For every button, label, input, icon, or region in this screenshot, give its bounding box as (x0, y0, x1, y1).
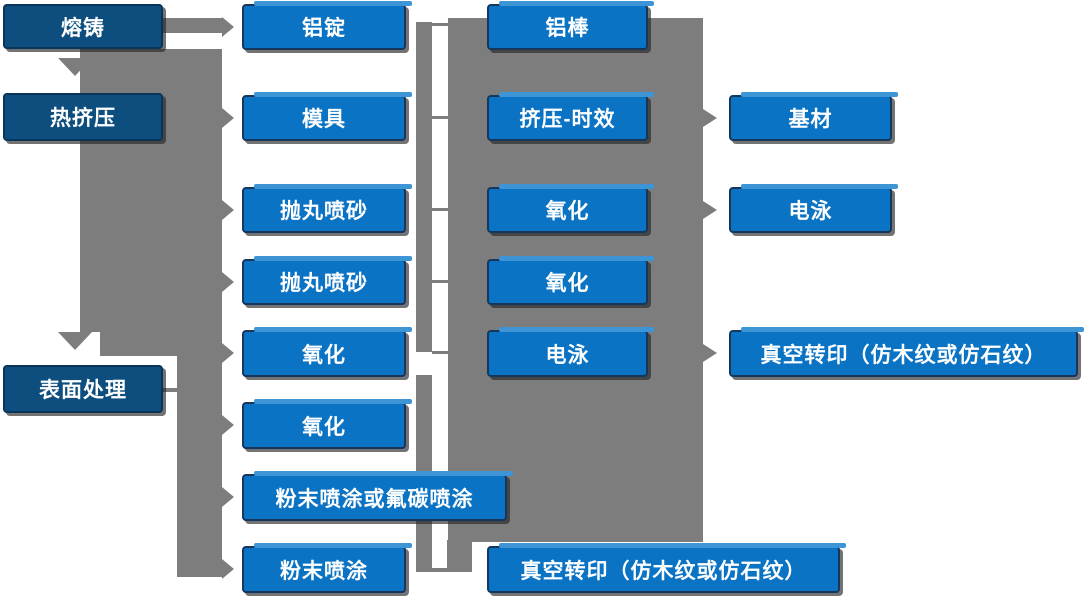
arrow-right-icon (222, 200, 234, 220)
node-c2r1: 铝锭 (242, 1, 412, 50)
arrow-down-icon (58, 332, 92, 350)
arrow-right-icon (703, 109, 717, 127)
connector-band-main (80, 49, 222, 332)
node-c1r1: 熔铸 (3, 4, 163, 49)
arrow-right-icon (703, 344, 717, 362)
arrow-right-icon (222, 343, 234, 363)
connector-link-line-bottom (416, 568, 472, 572)
node-c2r7: 粉末喷涂或氟碳喷涂 (242, 471, 513, 521)
node-c3r8: 真空转印（仿木纹或仿石纹） (487, 543, 846, 593)
arrow-right-icon (222, 108, 234, 128)
node-c1r2: 热挤压 (3, 93, 163, 141)
arrow-down-icon (58, 58, 92, 76)
connector-link-line (432, 23, 448, 26)
node-c4r2: 基材 (729, 92, 898, 141)
arrow-right-icon (222, 559, 234, 579)
node-c2r4: 抛丸喷砂 (242, 256, 412, 305)
connector-band-spine (177, 356, 222, 577)
connector-link-line (432, 280, 448, 283)
node-c3r2: 挤压-时效 (487, 92, 654, 141)
node-c4r3: 电泳 (729, 184, 898, 233)
node-c2r3: 抛丸喷砂 (242, 184, 412, 233)
arrow-right-icon (222, 487, 234, 507)
node-c3r5: 电泳 (487, 327, 654, 377)
connector-link-line (432, 351, 448, 354)
node-c3r1: 铝棒 (487, 1, 654, 50)
node-c2r5: 氧化 (242, 327, 412, 377)
connector-surface-link (163, 388, 177, 392)
node-c1r5: 表面处理 (3, 365, 163, 413)
connector-link-line (432, 116, 448, 119)
arrow-right-icon (222, 17, 234, 37)
node-c2r8: 粉末喷涂 (242, 543, 412, 593)
node-c4r5: 真空转印（仿木纹或仿石纹） (729, 327, 1084, 377)
arrow-right-icon (222, 272, 234, 292)
connector-collector-bar-top (416, 22, 432, 352)
connector-link-line (432, 208, 448, 211)
arrow-right-icon (703, 201, 717, 219)
node-c2r6: 氧化 (242, 399, 412, 449)
node-c3r4: 氧化 (487, 256, 654, 305)
connector-band-fill (100, 332, 222, 356)
connector-block-leg (447, 540, 472, 572)
node-c2r2: 模具 (242, 92, 412, 141)
arrow-right-icon (222, 415, 234, 435)
node-c3r3: 氧化 (487, 184, 654, 233)
